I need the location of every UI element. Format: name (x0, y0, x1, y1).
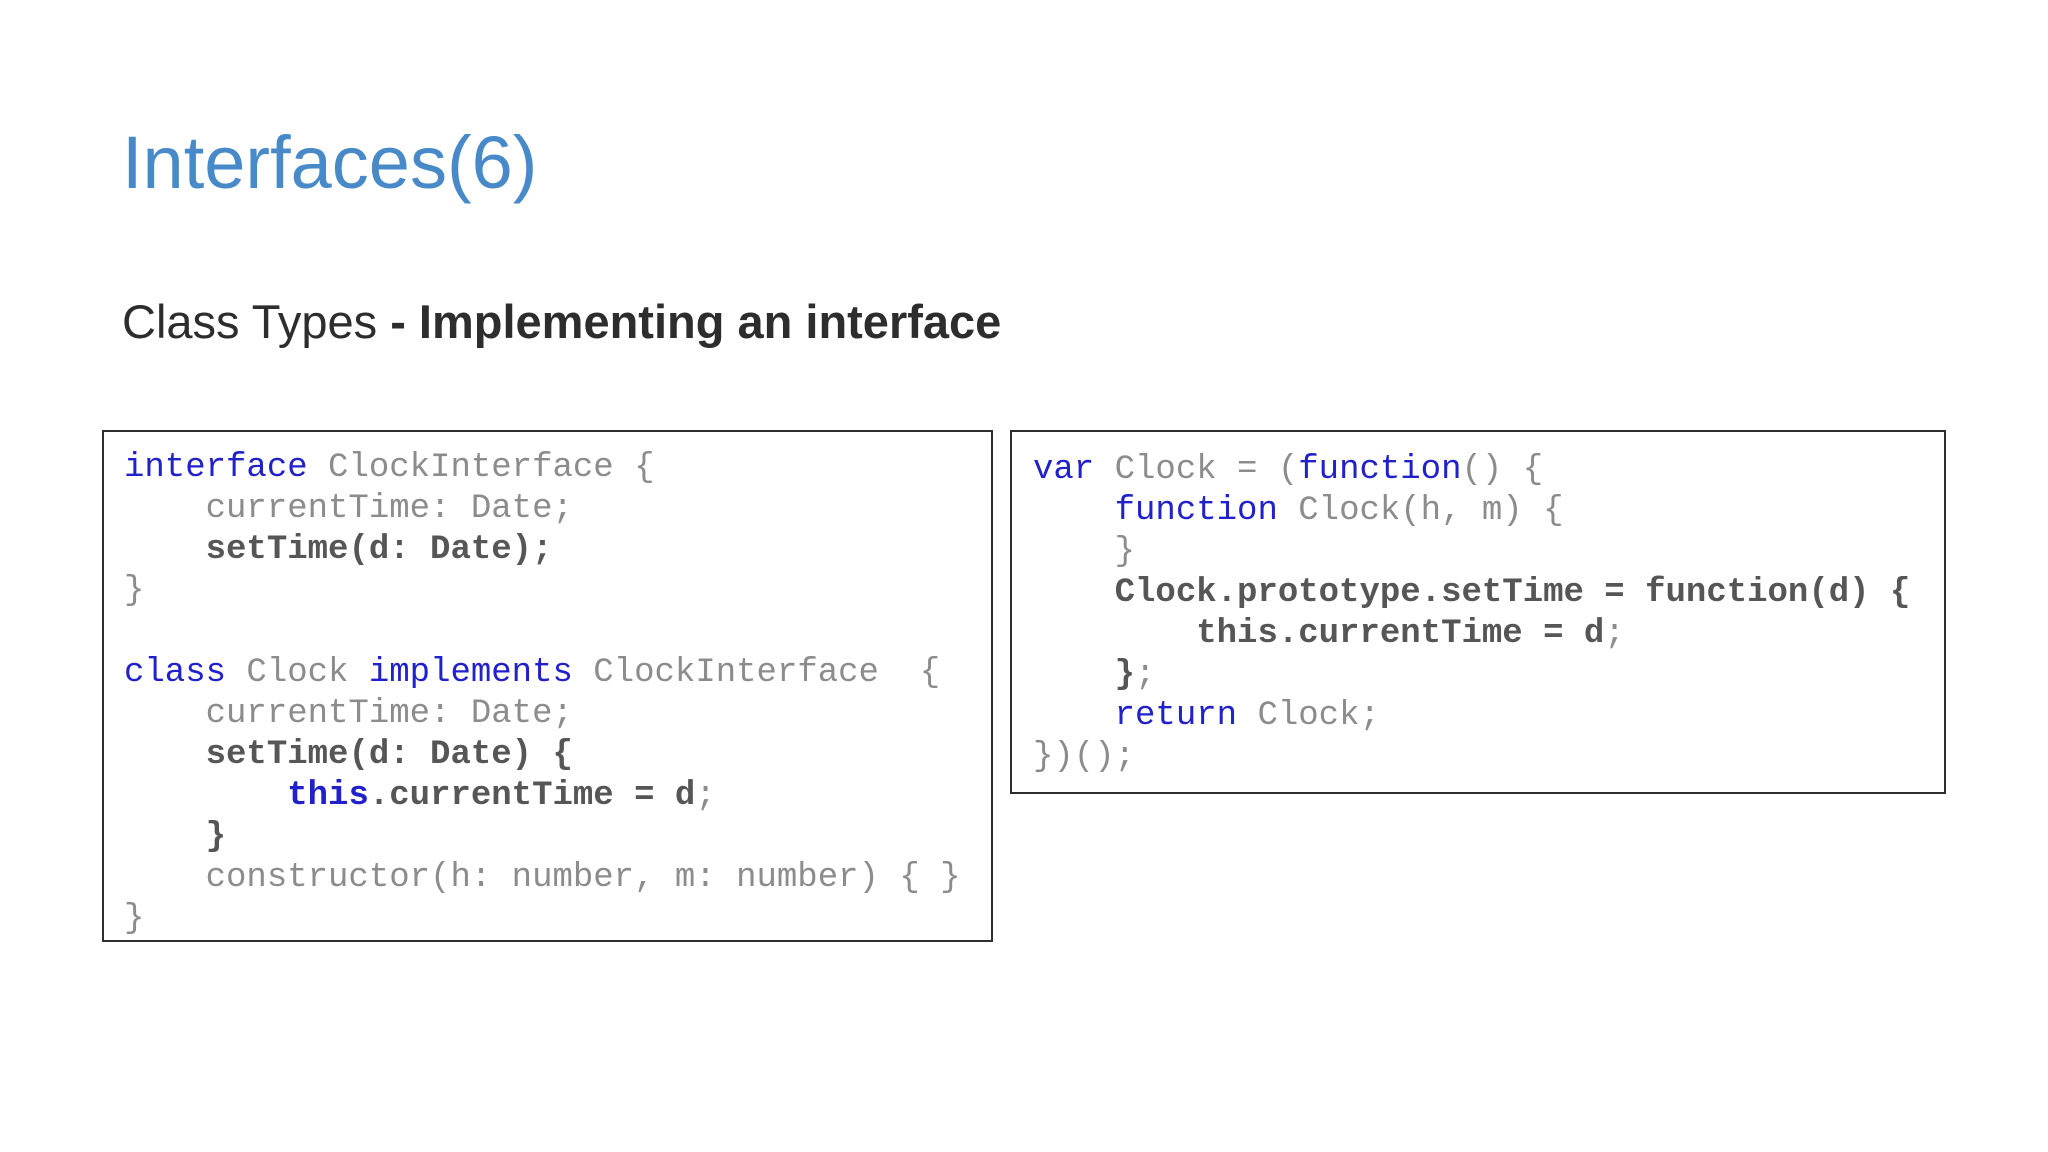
code-token: Clock = ( (1094, 451, 1299, 489)
code-line: } (124, 571, 991, 612)
page-title: Interfaces(6) (122, 121, 538, 204)
code-line: interface ClockInterface { (124, 448, 991, 489)
code-token: function (1114, 492, 1278, 530)
code-line: class Clock implements ClockInterface { (124, 653, 991, 694)
code-token: ; (1135, 656, 1156, 694)
slide-subtitle: Class Types - Implementing an interface (122, 295, 1001, 349)
code-token: return (1114, 697, 1238, 735)
code-token: Clock; (1237, 697, 1380, 735)
code-token: Clock(h, m) { (1277, 492, 1564, 530)
code-token: ; (695, 777, 716, 815)
code-token (1033, 492, 1115, 530)
code-token: } (124, 900, 145, 938)
code-line (124, 612, 991, 653)
code-line: this.currentTime = d; (1033, 614, 1944, 655)
code-token: .currentTime = d (368, 777, 696, 815)
code-token: } (1033, 533, 1136, 571)
code-line: currentTime: Date; (124, 489, 991, 530)
code-line: return Clock; (1033, 696, 1944, 737)
code-line: var Clock = (function() { (1033, 450, 1944, 491)
code-line: setTime(d: Date); (124, 530, 991, 571)
code-token: () { (1461, 451, 1544, 489)
code-token (1033, 697, 1115, 735)
code-token: currentTime: Date; (124, 490, 573, 528)
code-line: } (1033, 532, 1944, 573)
code-token (124, 736, 206, 774)
code-token: setTime(d: Date) { (205, 736, 573, 774)
code-token: interface (124, 449, 308, 487)
code-token: this (287, 777, 369, 815)
code-line: } (124, 899, 991, 940)
code-token: Clock (226, 654, 369, 692)
code-line: })(); (1033, 737, 1944, 778)
code-line: } (124, 817, 991, 858)
code-token: } (124, 572, 145, 610)
typescript-code-panel: interface ClockInterface { currentTime: … (102, 430, 993, 942)
code-token (1033, 615, 1196, 653)
code-token: this.currentTime = d (1196, 615, 1605, 653)
javascript-code-panel: var Clock = (function() { function Clock… (1010, 430, 1946, 794)
code-token: })(); (1033, 738, 1136, 776)
code-token: } (1114, 656, 1136, 694)
code-token: ; (1604, 615, 1625, 653)
code-line: function Clock(h, m) { (1033, 491, 1944, 532)
code-token (1033, 656, 1115, 694)
code-token: } (205, 818, 227, 856)
code-token: setTime(d: Date); (205, 531, 553, 569)
subtitle-section-label: Class Types (122, 295, 391, 348)
code-token: implements (368, 654, 573, 692)
code-token: ClockInterface { (572, 654, 941, 692)
code-line: Clock.prototype.setTime = function(d) { (1033, 573, 1944, 614)
code-token (124, 818, 206, 856)
code-line: this.currentTime = d; (124, 776, 991, 817)
code-line: setTime(d: Date) { (124, 735, 991, 776)
code-line: }; (1033, 655, 1944, 696)
code-token (124, 777, 287, 815)
code-line: currentTime: Date; (124, 694, 991, 735)
code-token: Clock.prototype.setTime = function(d) { (1114, 574, 1911, 612)
code-token: currentTime: Date; (124, 695, 573, 733)
code-token (124, 531, 206, 569)
code-token (1033, 574, 1115, 612)
code-token: ClockInterface { (307, 449, 655, 487)
code-token: function (1298, 451, 1462, 489)
subtitle-topic-label: - Implementing an interface (390, 295, 1002, 348)
code-token: constructor(h: number, m: number) { } (124, 859, 961, 897)
code-token: class (124, 654, 227, 692)
code-token: var (1033, 451, 1095, 489)
code-line: constructor(h: number, m: number) { } (124, 858, 991, 899)
